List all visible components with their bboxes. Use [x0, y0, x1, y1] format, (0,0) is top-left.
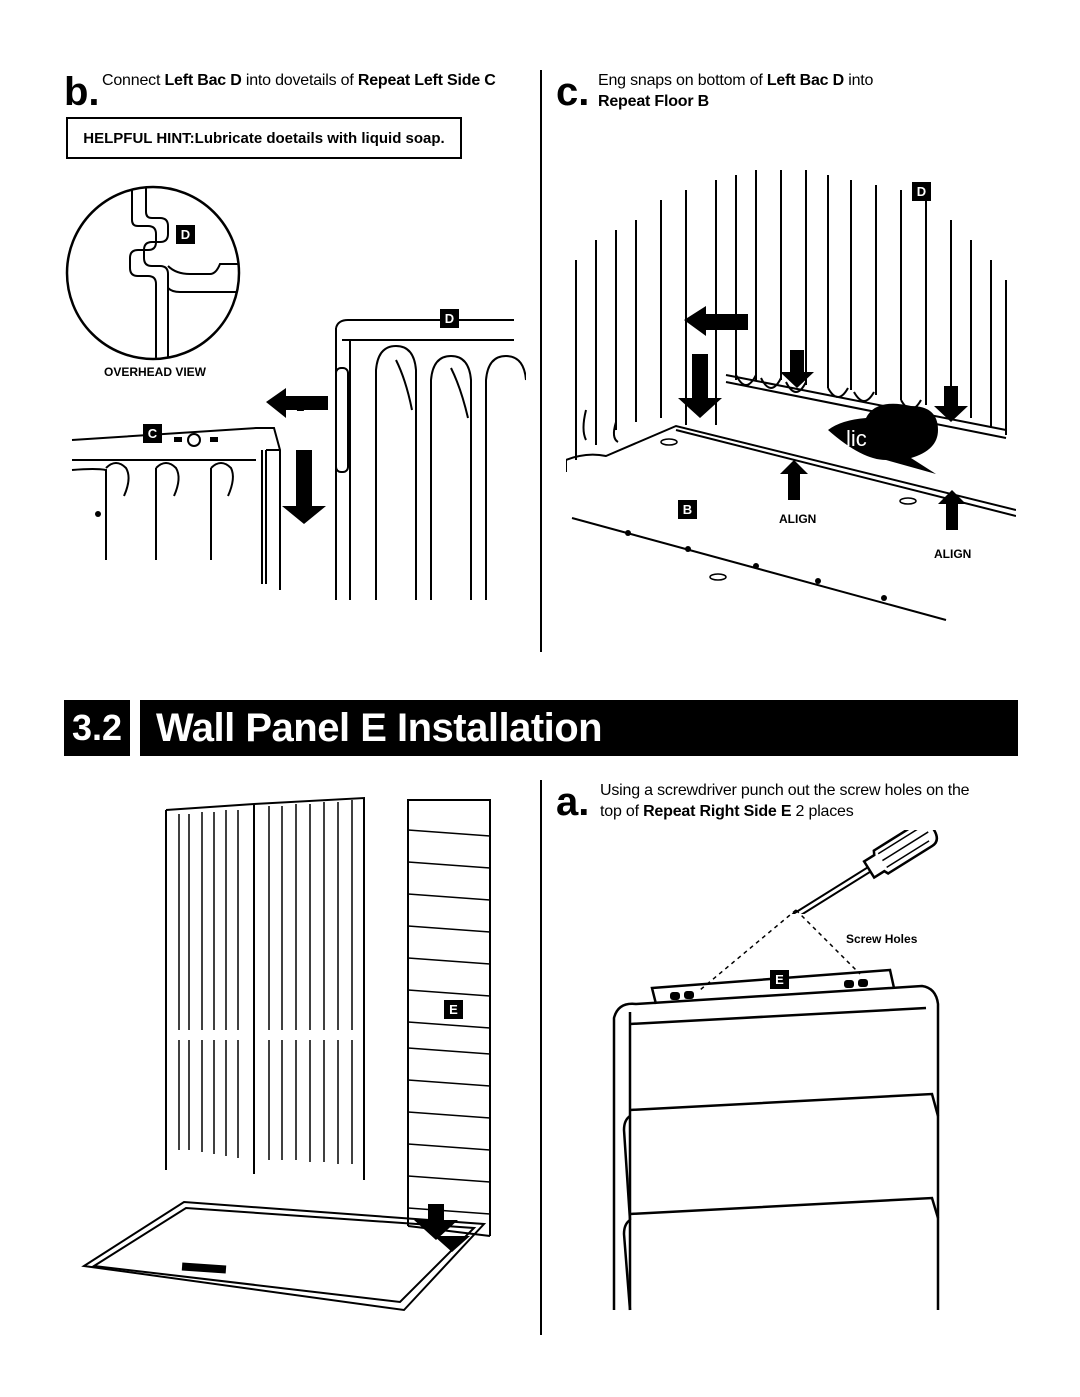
step-b-arrow-1-number: 1: [296, 398, 305, 415]
label-e-panel: E: [444, 1000, 463, 1019]
align-label-2: ALIGN: [934, 547, 972, 561]
step-c-arrow-2-number: 2: [700, 370, 709, 387]
wall-panel-e-assembly-drawing: [165, 796, 491, 1040]
section-number: 3.2: [64, 700, 130, 756]
section-title: Wall Panel E Installation: [140, 700, 1018, 756]
step-a-instruction: Using a screwdriver punch out the screw …: [600, 782, 970, 820]
column-divider-bottom: [540, 780, 542, 1335]
step-c-arrow-1-number: 1: [722, 316, 731, 333]
step-b-instruction: Connect Left Bac D into dovetails of Rep…: [102, 72, 496, 89]
step-c-assembly-drawing: [566, 170, 1016, 621]
overhead-view-label: OVERHEAD VIEW: [104, 365, 207, 379]
column-divider-top: [540, 70, 542, 652]
label-d-step-c: D: [912, 182, 931, 201]
label-e-closeup: E: [770, 970, 789, 989]
step-b-arrow-2-number: 2: [303, 468, 312, 485]
screw-holes-label: Screw Holes: [846, 932, 918, 946]
step-c-letter: c.: [556, 70, 590, 114]
screwdriver-icon: [791, 830, 939, 914]
step-b-assembly-drawing: [71, 319, 526, 600]
step-c-instruction: Eng snaps on bottom of Left Bac D into R…: [598, 72, 874, 110]
panel-e-closeup-drawing: [612, 909, 940, 1311]
label-b: B: [678, 500, 697, 519]
label-d-circle: D: [176, 225, 195, 244]
wall-panel-e-assembly-lower: [81, 1040, 491, 1312]
align-label-1: ALIGN: [779, 512, 817, 526]
overhead-view-diagram: [65, 185, 241, 361]
label-d-panel: D: [440, 309, 459, 328]
helpful-hint-box: HELPFUL HINT: Lubricate doetails with li…: [66, 117, 462, 159]
step-a-letter: a.: [556, 780, 590, 824]
step-b-letter: b.: [64, 70, 100, 114]
label-c: C: [143, 424, 162, 443]
click-callout-text: lic: [846, 426, 867, 451]
